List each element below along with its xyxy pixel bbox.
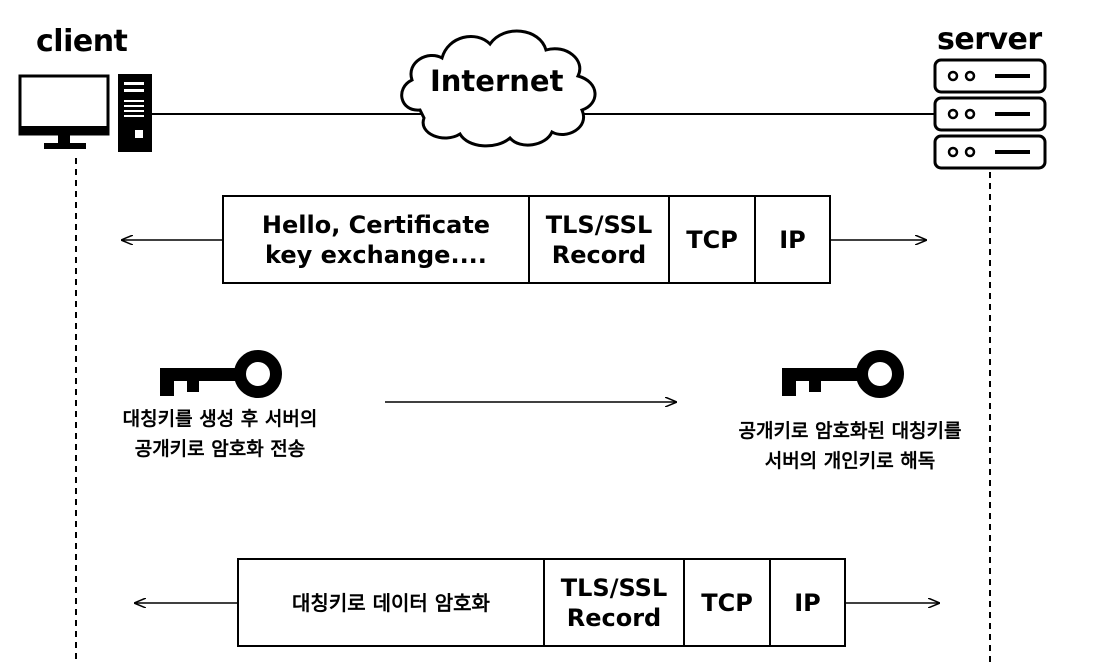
packet2-record: TLS/SSL Record bbox=[543, 560, 683, 645]
packet1: Hello, Certificate key exchange.... TLS/… bbox=[222, 195, 831, 284]
key-icon bbox=[782, 350, 904, 398]
client-key-text: 대칭키를 생성 후 서버의 공개키로 암호화 전송 bbox=[122, 408, 318, 460]
packet2: 대칭키로 데이터 암호화 TLS/SSL Record TCP IP bbox=[237, 558, 846, 647]
server-key-text: 공개키로 암호화된 대칭키를 서버의 개인키로 해독 bbox=[738, 420, 962, 472]
packet2-payload: 대칭키로 데이터 암호화 bbox=[292, 590, 490, 615]
packet1-payload: Hello, Certificate key exchange.... bbox=[261, 210, 491, 269]
monitor-icon bbox=[18, 74, 110, 149]
client-label: client bbox=[36, 24, 128, 59]
packet1-record: TLS/SSL Record bbox=[528, 197, 668, 282]
server-label: server bbox=[937, 22, 1042, 57]
cloud-icon bbox=[400, 29, 597, 148]
server-rack-icon bbox=[933, 58, 1047, 170]
internet-label: Internet bbox=[430, 64, 564, 98]
packet2-tcp: TCP bbox=[683, 560, 769, 645]
packet1-tcp: TCP bbox=[668, 197, 754, 282]
key-icon bbox=[160, 350, 282, 398]
packet2-ip: IP bbox=[769, 560, 844, 645]
tower-pc-icon bbox=[118, 74, 152, 152]
packet1-ip: IP bbox=[754, 197, 829, 282]
